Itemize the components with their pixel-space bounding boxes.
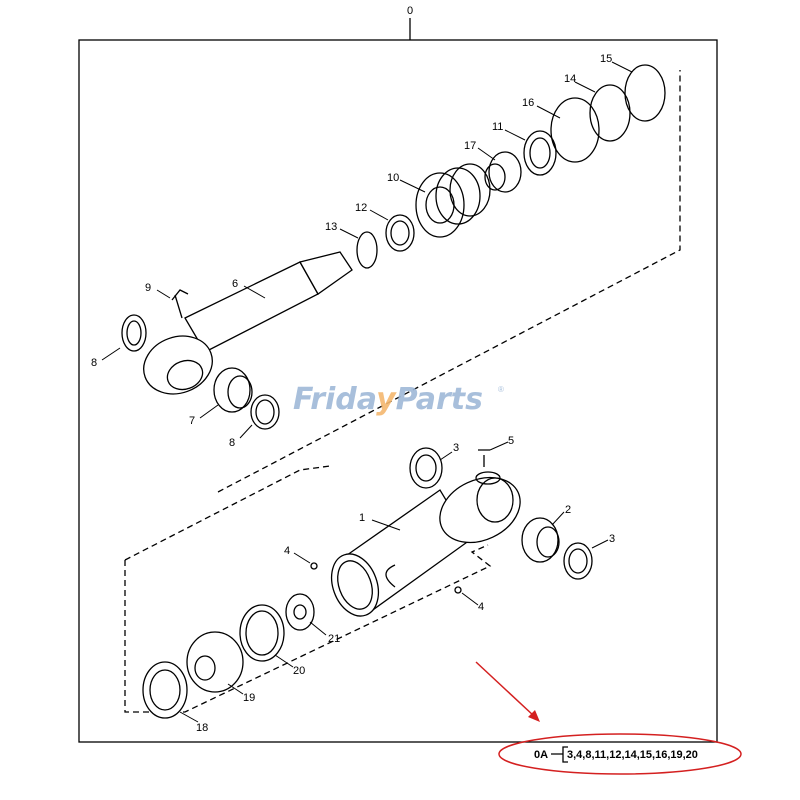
highlight-arrowhead [528, 710, 540, 722]
callout-4: 4 [284, 545, 290, 557]
watermark-logo: FridayParts ® [293, 382, 504, 417]
callout-9: 9 [145, 282, 151, 294]
ring-14 [589, 84, 631, 142]
callout-19: 19 [243, 692, 255, 704]
callout-12: 12 [355, 202, 367, 214]
seal-3-lower [563, 542, 593, 580]
callout-6: 6 [232, 278, 238, 290]
bushing-7 [213, 367, 251, 413]
callout-10: 10 [387, 172, 399, 184]
callout-13: 13 [325, 221, 337, 233]
svg-text:®: ® [498, 385, 504, 394]
seal-11 [523, 130, 557, 176]
kit-bracket [551, 746, 568, 763]
callout-11: 11 [492, 121, 503, 133]
seal-8-upper [121, 314, 147, 352]
highlight-arrow [475, 661, 535, 717]
callout-3: 3 [609, 533, 615, 545]
kit-items: 3,4,8,11,12,14,15,16,19,20 [567, 749, 698, 761]
callout-3: 3 [453, 442, 459, 454]
assembly-frame [78, 39, 718, 743]
seal-20 [239, 604, 285, 662]
seal-8-lower [250, 394, 280, 430]
kit-boundary-lower [124, 544, 492, 713]
plug-4-left [310, 562, 318, 570]
piston-19 [186, 631, 244, 693]
bushing-2 [521, 517, 559, 563]
callout-17: 17 [464, 140, 476, 152]
callout-0: 0 [407, 5, 413, 17]
callout-8: 8 [229, 437, 235, 449]
callout-7: 7 [189, 415, 195, 427]
callout-16: 16 [522, 97, 534, 109]
ring-16 [550, 97, 600, 163]
callout-2: 2 [565, 504, 571, 516]
kit-prefix: 0A [534, 749, 548, 761]
callout-5: 5 [508, 435, 514, 447]
callout-1: 1 [359, 512, 365, 524]
nut-21 [285, 593, 315, 631]
ring-13 [356, 231, 378, 269]
svg-text:FridayParts: FridayParts [293, 382, 483, 417]
kit-boundary-upper [217, 70, 681, 493]
highlight-ellipse [498, 733, 742, 775]
callout-21: 21 [328, 633, 340, 645]
gland-10 [415, 172, 465, 238]
callout-20: 20 [293, 665, 305, 677]
piston-rod [143, 251, 353, 395]
cylinder-barrel [330, 471, 521, 617]
ring-15 [624, 64, 666, 122]
callout-4: 4 [478, 601, 484, 613]
fitting-5 [478, 449, 490, 467]
seal-12 [385, 214, 415, 252]
callout-14: 14 [564, 73, 576, 85]
callout-8: 8 [91, 357, 97, 369]
callout-15: 15 [600, 53, 612, 65]
plug-4-right [454, 586, 462, 594]
kit-boundary-mid [124, 465, 331, 561]
callout-18: 18 [196, 722, 208, 734]
seal-3-upper [409, 447, 443, 489]
bushing-17 [488, 151, 522, 193]
